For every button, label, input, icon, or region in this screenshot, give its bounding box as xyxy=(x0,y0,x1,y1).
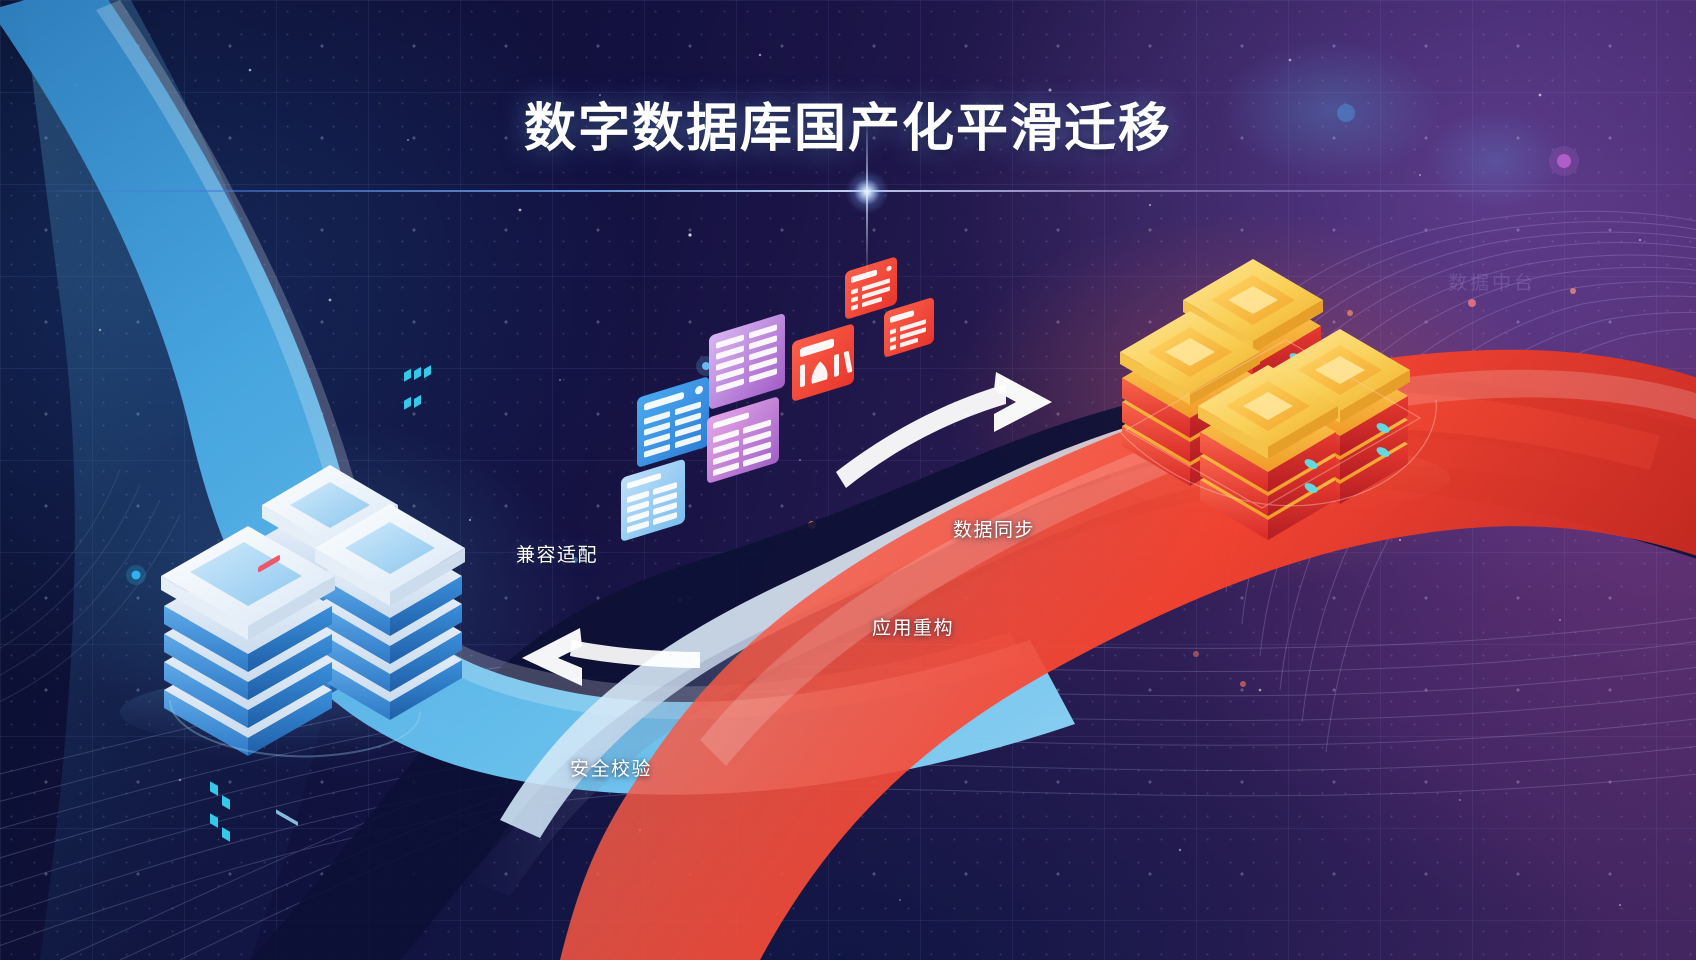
red-ribbon-gloss xyxy=(700,369,1696,766)
background-watermark-text: 数据中台 xyxy=(1448,273,1537,294)
domestic-node-d xyxy=(1198,365,1338,540)
flow-label-data-sync: 数据同步 xyxy=(953,520,1036,541)
red-ribbon xyxy=(560,349,1696,960)
data-card-doc-red-1 xyxy=(845,257,897,319)
legacy-cluster-reflection xyxy=(120,676,480,748)
title-block: 数字数据库国产化平滑迁移 xyxy=(0,86,1696,161)
data-card-table-blue-2 xyxy=(621,459,685,541)
flow-label-compatibility: 兼容适配 xyxy=(516,545,599,566)
data-card-table-blue-1 xyxy=(637,377,709,467)
verify-left-arrow xyxy=(522,628,700,686)
flow-label-app-rebuild: 应用重构 xyxy=(872,618,955,639)
grey-ribbon xyxy=(470,435,1672,896)
domestic-node-c xyxy=(1270,329,1410,504)
domestic-cluster-reflection xyxy=(1110,444,1450,512)
legacy-rack-c xyxy=(315,365,465,720)
flow-label-security-check: 安全校验 xyxy=(570,759,653,780)
legacy-rack-b xyxy=(262,465,398,827)
data-card-table-violet-1 xyxy=(709,314,785,409)
page-title: 数字数据库国产化平滑迁移 xyxy=(523,100,1172,158)
data-card-chart-red xyxy=(792,324,854,401)
data-card-doc-red-2 xyxy=(884,298,934,357)
migrate-right-arrow xyxy=(836,372,1052,488)
domestic-node-b xyxy=(1183,259,1323,434)
data-card-table-violet-2 xyxy=(707,397,779,483)
domestic-node-a xyxy=(1120,311,1260,486)
upper-left-contours xyxy=(0,469,181,703)
title-lens-flare xyxy=(845,110,889,280)
right-arc-lines xyxy=(1179,210,1696,753)
domestic-cluster-platform xyxy=(1117,339,1437,509)
bottom-contours xyxy=(0,617,1696,960)
white-ribbon xyxy=(500,391,1660,838)
legacy-cluster-base-ring xyxy=(169,699,421,758)
legacy-rack-a xyxy=(161,526,335,842)
ribbon-shadow xyxy=(250,374,1696,960)
